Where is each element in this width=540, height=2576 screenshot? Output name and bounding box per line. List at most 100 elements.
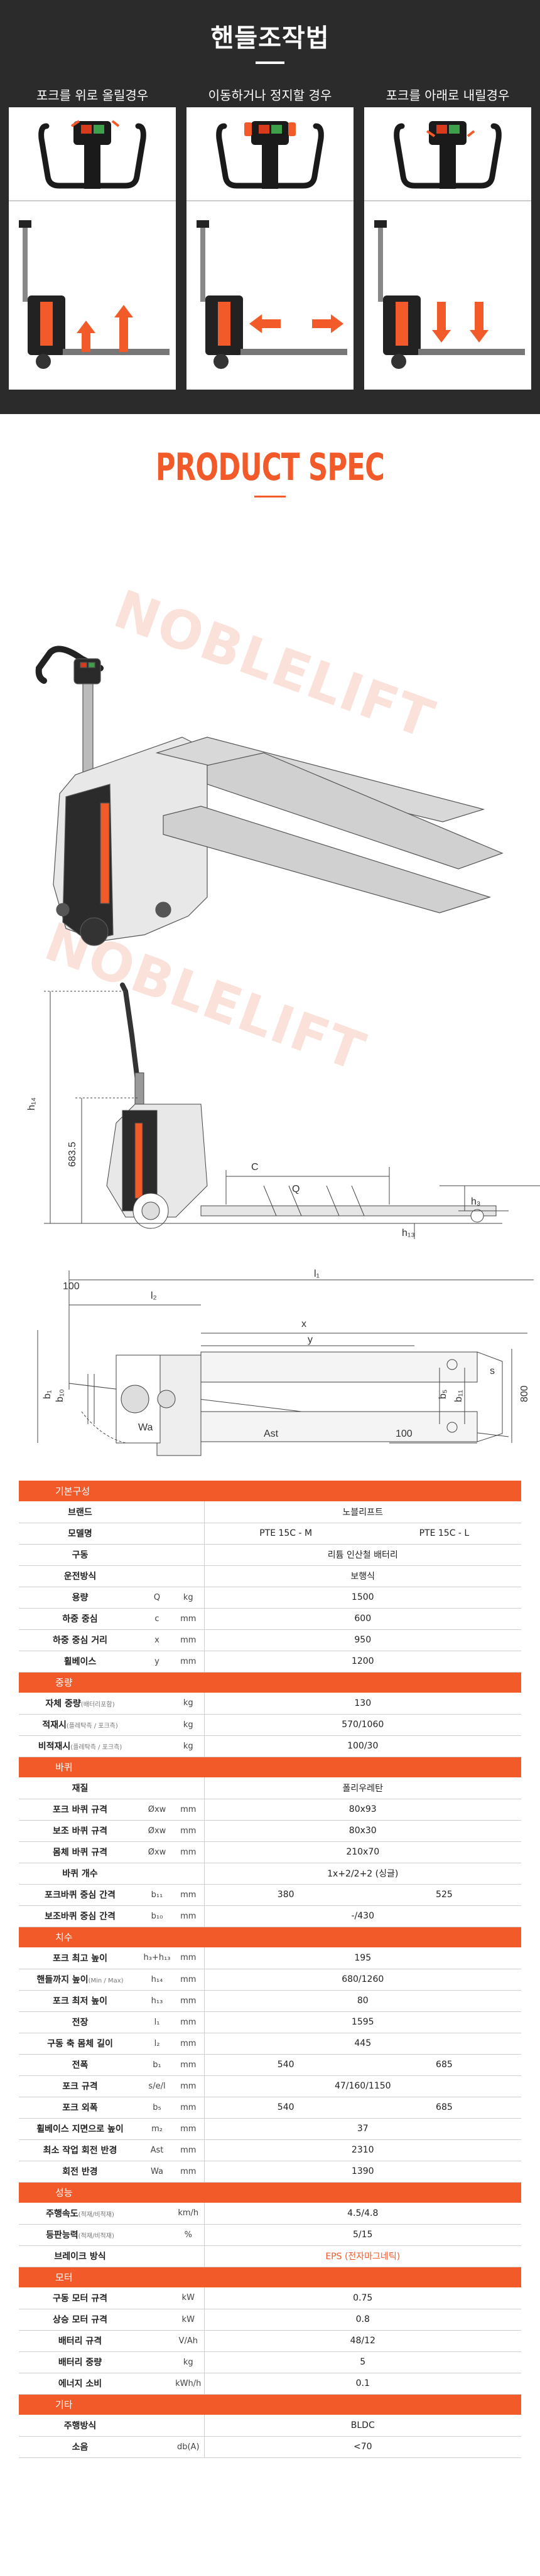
spec-name-text: 휠베이스 bbox=[63, 1657, 97, 1667]
spec-name: 보조바퀴 중심 간격 bbox=[19, 1905, 141, 1927]
spec-symbol bbox=[141, 2415, 173, 2437]
spec-value: 0.75 bbox=[204, 2287, 521, 2309]
operation-label: 포크를 위로 올릴경우 bbox=[36, 88, 149, 103]
spec-symbol: b₁₀ bbox=[141, 1905, 173, 1927]
dim-100-top: 100 bbox=[63, 1281, 80, 1292]
spec-value: 570/1060 bbox=[204, 1714, 521, 1736]
spec-name-text: 소음 bbox=[72, 2442, 89, 2452]
dim-y: y bbox=[308, 1334, 313, 1345]
spec-name-text: 하중 중심 거리 bbox=[52, 1636, 108, 1646]
spec-value: 685 bbox=[367, 2097, 521, 2119]
spec-name-text: 전장 bbox=[72, 2018, 89, 2028]
spec-name-note: (적재/비적재) bbox=[78, 2233, 114, 2240]
spec-name-text: 브레이크 방식 bbox=[54, 2252, 106, 2262]
spec-name-text: 포크 최고 높이 bbox=[52, 1953, 108, 1964]
spec-unit bbox=[173, 1777, 205, 1799]
spec-name-text: 주행속도 bbox=[46, 2208, 78, 2219]
spec-unit: V/Ah bbox=[173, 2330, 205, 2352]
spec-name-note: (플레탁측 / 포크측) bbox=[66, 1723, 118, 1730]
operation-panel-down: 포크를 아래로 내릴경우 bbox=[364, 85, 531, 390]
spec-value: 47/160/1150 bbox=[204, 2075, 521, 2097]
top-view-labels: 100 l₂ l₁ x y s b₁ b₁₀ b₅ b₁₁ 800 Wa Ast… bbox=[42, 1269, 530, 1439]
spec-section-row: 치수 bbox=[19, 1927, 521, 1947]
spec-row: 등판능력(적재/비적재)%5/15 bbox=[19, 2224, 521, 2246]
dim-ast: Ast bbox=[264, 1429, 279, 1439]
spec-name: 최소 작업 회전 반경 bbox=[19, 2139, 141, 2161]
spec-name: 하중 중심 거리 bbox=[19, 1629, 141, 1651]
spec-name: 전장 bbox=[19, 2011, 141, 2033]
spec-symbol bbox=[141, 1714, 173, 1736]
product-illustration bbox=[35, 646, 504, 946]
spec-value: 680/1260 bbox=[204, 1969, 521, 1991]
spec-unit: mm bbox=[173, 1799, 205, 1821]
spec-symbol bbox=[141, 1777, 173, 1799]
spec-unit: mm bbox=[173, 1884, 205, 1906]
spec-unit: mm bbox=[173, 1820, 205, 1842]
spec-section-title: 기본구성 bbox=[19, 1481, 521, 1501]
spec-name: 휠베이스 bbox=[19, 1651, 141, 1673]
handle-operation-title: 핸들조작법 bbox=[210, 24, 330, 53]
spec-section-title: 중량 bbox=[19, 1672, 521, 1693]
spec-value: 540 bbox=[204, 2097, 367, 2119]
spec-unit: mm bbox=[173, 1629, 205, 1651]
spec-unit: km/h bbox=[173, 2203, 205, 2225]
dim-h3: h₃ bbox=[471, 1196, 480, 1207]
spec-symbol: h₁₃ bbox=[141, 1990, 173, 2012]
spec-unit: mm bbox=[173, 2161, 205, 2183]
spec-value: 0.8 bbox=[204, 2309, 521, 2331]
operation-image-box bbox=[364, 107, 531, 390]
spec-section-row: 기타 bbox=[19, 2394, 521, 2415]
spec-name-text: 등판능력 bbox=[46, 2230, 78, 2240]
dim-h13: h₁₃ bbox=[402, 1228, 415, 1238]
spec-value: 80x93 bbox=[204, 1799, 521, 1821]
spec-value: 1500 bbox=[204, 1587, 521, 1609]
spec-value: 보행식 bbox=[204, 1565, 521, 1587]
spec-name-text: 구동 모터 규격 bbox=[52, 2293, 108, 2304]
spec-name: 바퀴 개수 bbox=[19, 1863, 141, 1885]
spec-symbol bbox=[141, 2330, 173, 2352]
spec-value: 600 bbox=[204, 1608, 521, 1630]
spec-name-text: 재질 bbox=[72, 1783, 89, 1794]
spec-name-text: 최소 작업 회전 반경 bbox=[43, 2146, 117, 2156]
spec-value: PTE 15C - M bbox=[204, 1523, 367, 1545]
spec-name: 몸체 바퀴 규격 bbox=[19, 1841, 141, 1863]
spec-section-row: 모터 bbox=[19, 2267, 521, 2287]
spec-name: 브랜드 bbox=[19, 1501, 141, 1523]
spec-value: 1390 bbox=[204, 2161, 521, 2183]
spec-value: 5 bbox=[204, 2351, 521, 2373]
pallet-truck-illustration bbox=[186, 201, 354, 390]
spec-name-text: 보조바퀴 중심 간격 bbox=[45, 1912, 116, 1922]
spec-name-text: 구동 bbox=[72, 1550, 89, 1560]
dim-s: s bbox=[490, 1366, 495, 1376]
spec-value: 5/15 bbox=[204, 2224, 521, 2246]
spec-section-title: 기타 bbox=[19, 2394, 521, 2415]
spec-name: 구동 축 몸체 길이 bbox=[19, 2033, 141, 2055]
spec-section-title: 성능 bbox=[19, 2182, 521, 2203]
operation-panel-up: 포크를 위로 올릴경우 bbox=[9, 85, 176, 390]
spec-name-text: 회전 반경 bbox=[62, 2167, 98, 2177]
spec-name-note: (Min / Max) bbox=[88, 1977, 124, 1984]
dim-l2: l₂ bbox=[151, 1291, 157, 1301]
spec-unit: kg bbox=[173, 1735, 205, 1757]
spec-name-text: 하중 중심 bbox=[62, 1614, 98, 1624]
spec-unit: kg bbox=[173, 1587, 205, 1609]
dim-l1: l₁ bbox=[314, 1269, 320, 1279]
